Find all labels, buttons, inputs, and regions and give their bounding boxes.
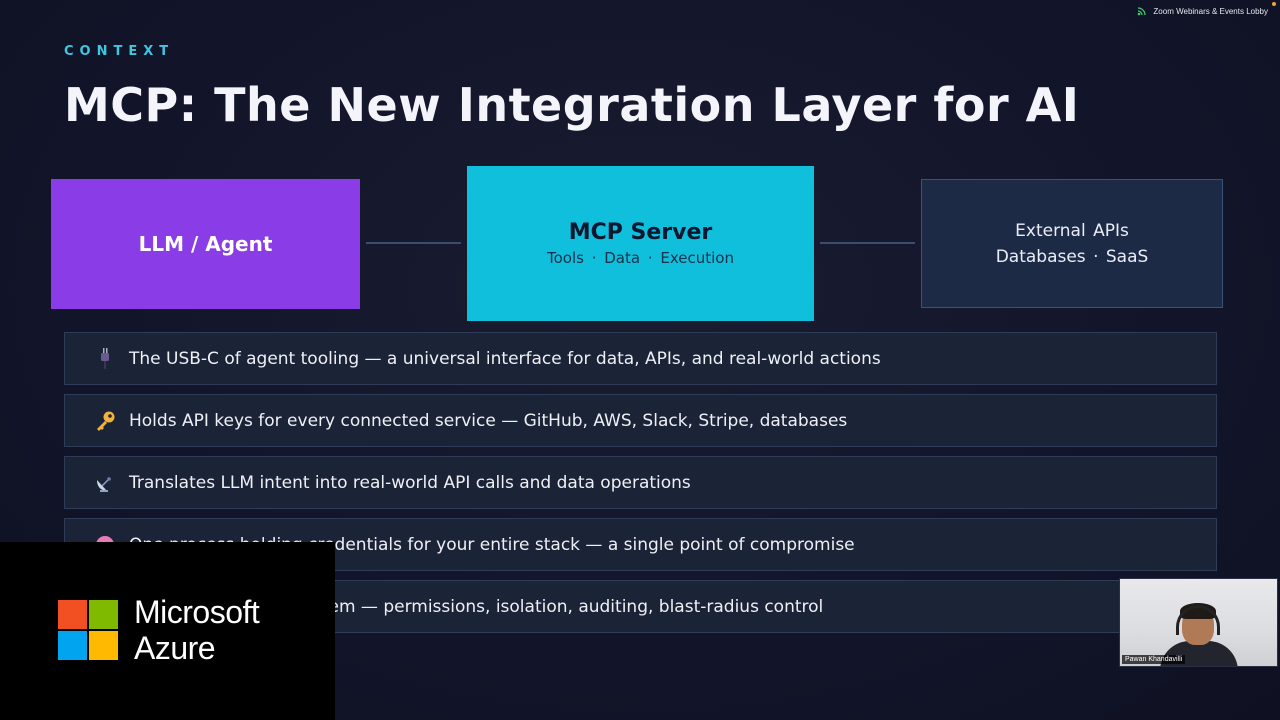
signal-icon [1138, 7, 1147, 16]
slide-eyebrow: CONTEXT [64, 44, 175, 59]
bullet-list: The USB-C of agent tooling — a universal… [64, 332, 1217, 642]
microsoft-logo-icon [58, 600, 118, 660]
participant-video-tile[interactable]: Pawan Khandavilli [1119, 578, 1278, 667]
microsoft-azure-overlay: Microsoft Azure [0, 542, 335, 720]
llm-agent-box: LLM / Agent [51, 179, 360, 309]
external-apis-box: External APIs Databases · SaaS [921, 179, 1223, 308]
bullet-row: Translates LLM intent into real-world AP… [64, 456, 1217, 509]
key-icon [93, 409, 117, 433]
satellite-dish-icon [93, 471, 117, 495]
bullet-row: The USB-C of agent tooling — a universal… [64, 332, 1217, 385]
recording-indicator [1272, 2, 1276, 6]
zoom-lobby-label: Zoom Webinars & Events Lobby [1153, 6, 1268, 16]
external-apis-line2: Databases · SaaS [995, 246, 1149, 267]
microsoft-azure-wordmark: Microsoft Azure [134, 594, 260, 666]
plug-icon [93, 347, 117, 371]
llm-agent-label: LLM / Agent [138, 232, 273, 256]
mcp-server-label: MCP Server [568, 220, 713, 245]
bullet-row: Holds API keys for every connected servi… [64, 394, 1217, 447]
mcp-server-subtitle: Tools · Data · Execution [547, 249, 734, 267]
connector-llm-mcp [366, 242, 461, 244]
external-apis-line1: External APIs [1015, 220, 1129, 241]
headset-icon [1176, 605, 1220, 635]
slide-title: MCP: The New Integration Layer for AI [64, 78, 1080, 132]
connector-mcp-external [820, 242, 915, 244]
mcp-server-box: MCP Server Tools · Data · Execution [467, 166, 814, 321]
zoom-top-bar[interactable]: Zoom Webinars & Events Lobby [1137, 6, 1268, 16]
participant-name: Pawan Khandavilli [1122, 655, 1186, 664]
